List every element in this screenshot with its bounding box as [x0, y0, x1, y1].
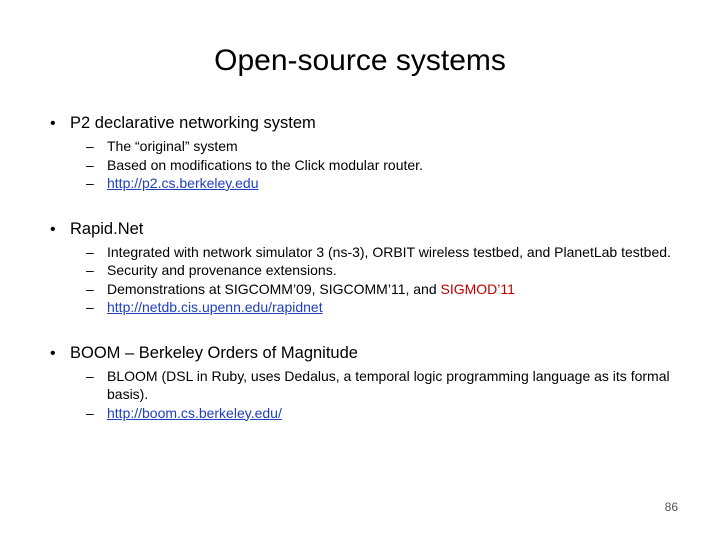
dash-icon: –: [86, 404, 94, 421]
list-item-text: Demonstrations at SIGCOMM’09, SIGCOMM’11…: [107, 280, 696, 299]
link-boom-site[interactable]: http://boom.cs.berkeley.edu/: [107, 404, 282, 421]
spacer: [36, 210, 696, 219]
bullet-heading-text: P2 declarative networking system: [70, 114, 316, 132]
list-item-text: Based on modifications to the Click modu…: [107, 156, 423, 173]
dash-icon: –: [86, 367, 94, 384]
list-item: – Integrated with network simulator 3 (n…: [36, 243, 696, 262]
dash-icon: –: [86, 262, 94, 278]
page-number: 86: [664, 500, 678, 514]
link-rapidnet-site[interactable]: http://netdb.cis.upenn.edu/rapidnet: [107, 299, 323, 315]
list-item: – The “original” system: [36, 137, 696, 156]
dash-icon: –: [86, 280, 94, 297]
list-item-text: Security and provenance extensions.: [107, 262, 337, 278]
list-item: – Based on modifications to the Click mo…: [36, 156, 696, 175]
dash-icon: –: [86, 156, 94, 173]
list-item-text-plain: Demonstrations at SIGCOMM’09, SIGCOMM’11…: [107, 280, 441, 297]
page-title: Open-source systems: [214, 44, 506, 77]
bullet-dot-icon: •: [50, 220, 56, 238]
link-p2-site[interactable]: http://p2.cs.berkeley.edu: [107, 175, 259, 191]
list-item-text: Integrated with network simulator 3 (ns-…: [107, 243, 671, 260]
list-item: – http://netdb.cis.upenn.edu/rapidnet: [36, 298, 696, 317]
list-item: – Demonstrations at SIGCOMM’09, SIGCOMM’…: [36, 280, 696, 299]
bullet-block-boom: • BOOM – Berkeley Orders of Magnitude – …: [36, 343, 696, 423]
bullet-block-rapidnet: • Rapid.Net – Integrated with network si…: [36, 219, 696, 317]
bullet-heading-boom: • BOOM – Berkeley Orders of Magnitude: [36, 343, 696, 364]
dash-icon: –: [86, 175, 94, 191]
list-item-text: BLOOM (DSL in Ruby, uses Dedalus, a temp…: [107, 367, 670, 403]
list-item: – http://boom.cs.berkeley.edu/: [36, 404, 696, 423]
dash-icon: –: [86, 299, 94, 315]
bullet-block-p2: • P2 declarative networking system – The…: [36, 113, 696, 193]
list-item-text: The “original” system: [107, 138, 238, 154]
spacer: [36, 334, 696, 343]
dash-icon: –: [86, 243, 94, 260]
slide-body: • P2 declarative networking system – The…: [36, 113, 696, 439]
bullet-heading-text: BOOM – Berkeley Orders of Magnitude: [70, 343, 358, 362]
bullet-heading-rapidnet: • Rapid.Net: [36, 219, 696, 240]
bullet-dot-icon: •: [50, 115, 56, 132]
bullet-heading-text: Rapid.Net: [70, 219, 144, 238]
list-item: – BLOOM (DSL in Ruby, uses Dedalus, a te…: [36, 367, 696, 404]
bullet-heading-p2: • P2 declarative networking system: [36, 113, 696, 134]
dash-icon: –: [86, 138, 94, 154]
highlight-sigmod: SIGMOD’11: [440, 280, 515, 297]
list-item: – Security and provenance extensions.: [36, 261, 696, 280]
bullet-dot-icon: •: [50, 344, 56, 362]
list-item: – http://p2.cs.berkeley.edu: [36, 174, 696, 193]
